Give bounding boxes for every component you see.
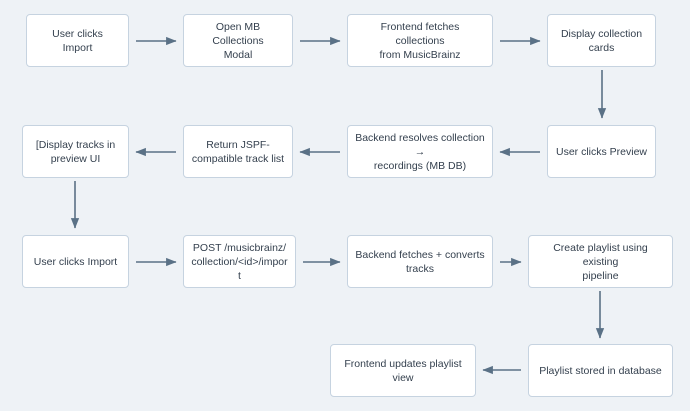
flow-node-label: Open MB Collections Modal: [212, 20, 264, 61]
flow-node: POST /musicbrainz/ collection/<id>/impor…: [183, 235, 296, 288]
flow-node: Playlist stored in database: [528, 344, 673, 397]
flow-node-label: Playlist stored in database: [539, 364, 662, 377]
flow-node: [Display tracks in preview UI: [22, 125, 129, 178]
flow-node-label: Backend fetches + converts tracks: [355, 248, 485, 275]
flow-node-label: Create playlist using existing pipeline: [553, 241, 648, 282]
flow-node-label: Display collection cards: [560, 27, 643, 54]
flow-node-label: User clicks Preview: [555, 145, 647, 158]
flow-node-label: Frontend fetches collections from MusicB…: [379, 20, 461, 61]
flow-node-label: User clicks Import: [52, 27, 103, 54]
flow-node: User clicks Import: [22, 235, 129, 288]
flow-node: Frontend updates playlist view: [330, 344, 476, 397]
flow-node-label: User clicks Import: [33, 255, 118, 268]
flow-node-label: Backend resolves collection → recordings…: [355, 131, 485, 172]
flow-node-label: Frontend updates playlist view: [344, 357, 462, 384]
flow-node-label: [Display tracks in preview UI: [35, 138, 116, 165]
flow-node: User clicks Import: [26, 14, 129, 67]
flow-node: Display collection cards: [547, 14, 656, 67]
flow-node: Backend fetches + converts tracks: [347, 235, 493, 288]
flow-node: Open MB Collections Modal: [183, 14, 293, 67]
flow-node: Backend resolves collection → recordings…: [347, 125, 493, 178]
flow-node: Return JSPF- compatible track list: [183, 125, 293, 178]
flow-node: Frontend fetches collections from MusicB…: [347, 14, 493, 67]
flow-node: User clicks Preview: [547, 125, 656, 178]
flow-node-label: Return JSPF- compatible track list: [191, 138, 285, 165]
flow-node-label: POST /musicbrainz/ collection/<id>/impor…: [191, 241, 288, 282]
flow-node: Create playlist using existing pipeline: [528, 235, 673, 288]
